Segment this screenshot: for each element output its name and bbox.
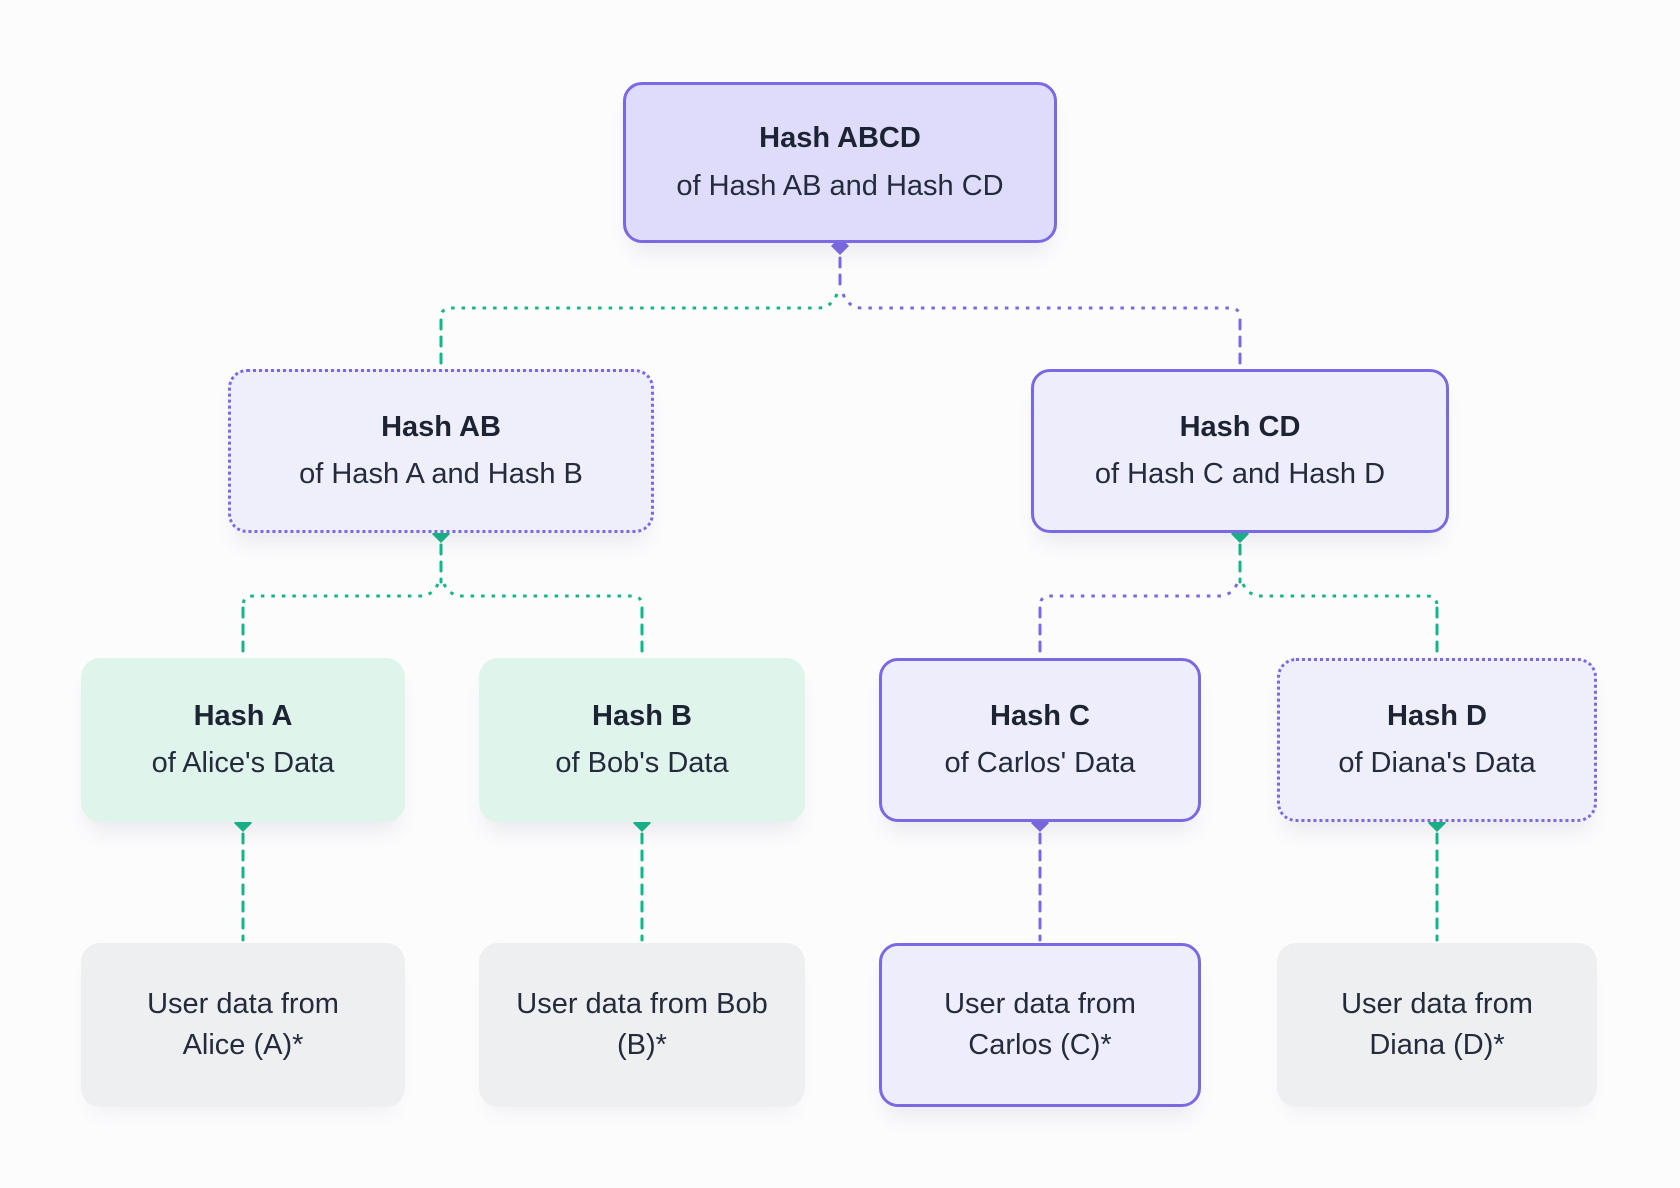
node-title: Hash CD bbox=[1179, 410, 1301, 443]
node-sublabel: of Alice's Data bbox=[151, 747, 335, 779]
node-user-data-alice: User data from Alice (A)* bbox=[81, 943, 405, 1107]
node-sublabel: of Hash C and Hash D bbox=[1094, 458, 1386, 490]
node-body-text: User data from Alice (A)* bbox=[147, 987, 339, 1061]
edge-cd-c-horizontal bbox=[1038, 583, 1239, 607]
node-sublabel: of Hash A and Hash B bbox=[299, 458, 583, 490]
node-hash-abcd: Hash ABCD of Hash AB and Hash CD bbox=[623, 82, 1057, 243]
edge-abcd-cd-horizontal bbox=[841, 293, 1242, 319]
node-hash-ab: Hash AB of Hash A and Hash B bbox=[228, 369, 654, 533]
node-sublabel: of Bob's Data bbox=[555, 747, 729, 779]
edge-abcd-ab-horizontal bbox=[439, 293, 839, 319]
edge-ab-b-horizontal bbox=[442, 583, 644, 607]
node-body-text: User data from Diana (D)* bbox=[1341, 987, 1533, 1061]
node-hash-d: Hash D of Diana's Data bbox=[1277, 658, 1597, 822]
edge-ab-a-horizontal bbox=[241, 583, 440, 607]
node-title: Hash B bbox=[592, 699, 692, 732]
node-hash-b: Hash B of Bob's Data bbox=[479, 658, 805, 822]
node-body-text: User data from Bob (B)* bbox=[516, 987, 768, 1061]
node-user-data-diana: User data from Diana (D)* bbox=[1277, 943, 1597, 1107]
node-hash-c: Hash C of Carlos' Data bbox=[879, 658, 1201, 822]
edge-cd-d-horizontal bbox=[1241, 583, 1439, 607]
node-title: Hash ABCD bbox=[759, 122, 921, 155]
node-hash-cd: Hash CD of Hash C and Hash D bbox=[1031, 369, 1449, 533]
node-user-data-bob: User data from Bob (B)* bbox=[479, 943, 805, 1107]
node-sublabel: of Diana's Data bbox=[1338, 747, 1536, 779]
node-sublabel: of Carlos' Data bbox=[944, 747, 1136, 779]
node-title: Hash C bbox=[990, 699, 1090, 732]
node-body-text: User data from Carlos (C)* bbox=[944, 987, 1136, 1061]
node-title: Hash A bbox=[193, 699, 293, 732]
node-title: Hash D bbox=[1387, 699, 1487, 732]
node-sublabel: of Hash AB and Hash CD bbox=[676, 169, 1004, 202]
node-hash-a: Hash A of Alice's Data bbox=[81, 658, 405, 822]
node-title: Hash AB bbox=[381, 410, 501, 443]
node-user-data-carlos: User data from Carlos (C)* bbox=[879, 943, 1201, 1107]
